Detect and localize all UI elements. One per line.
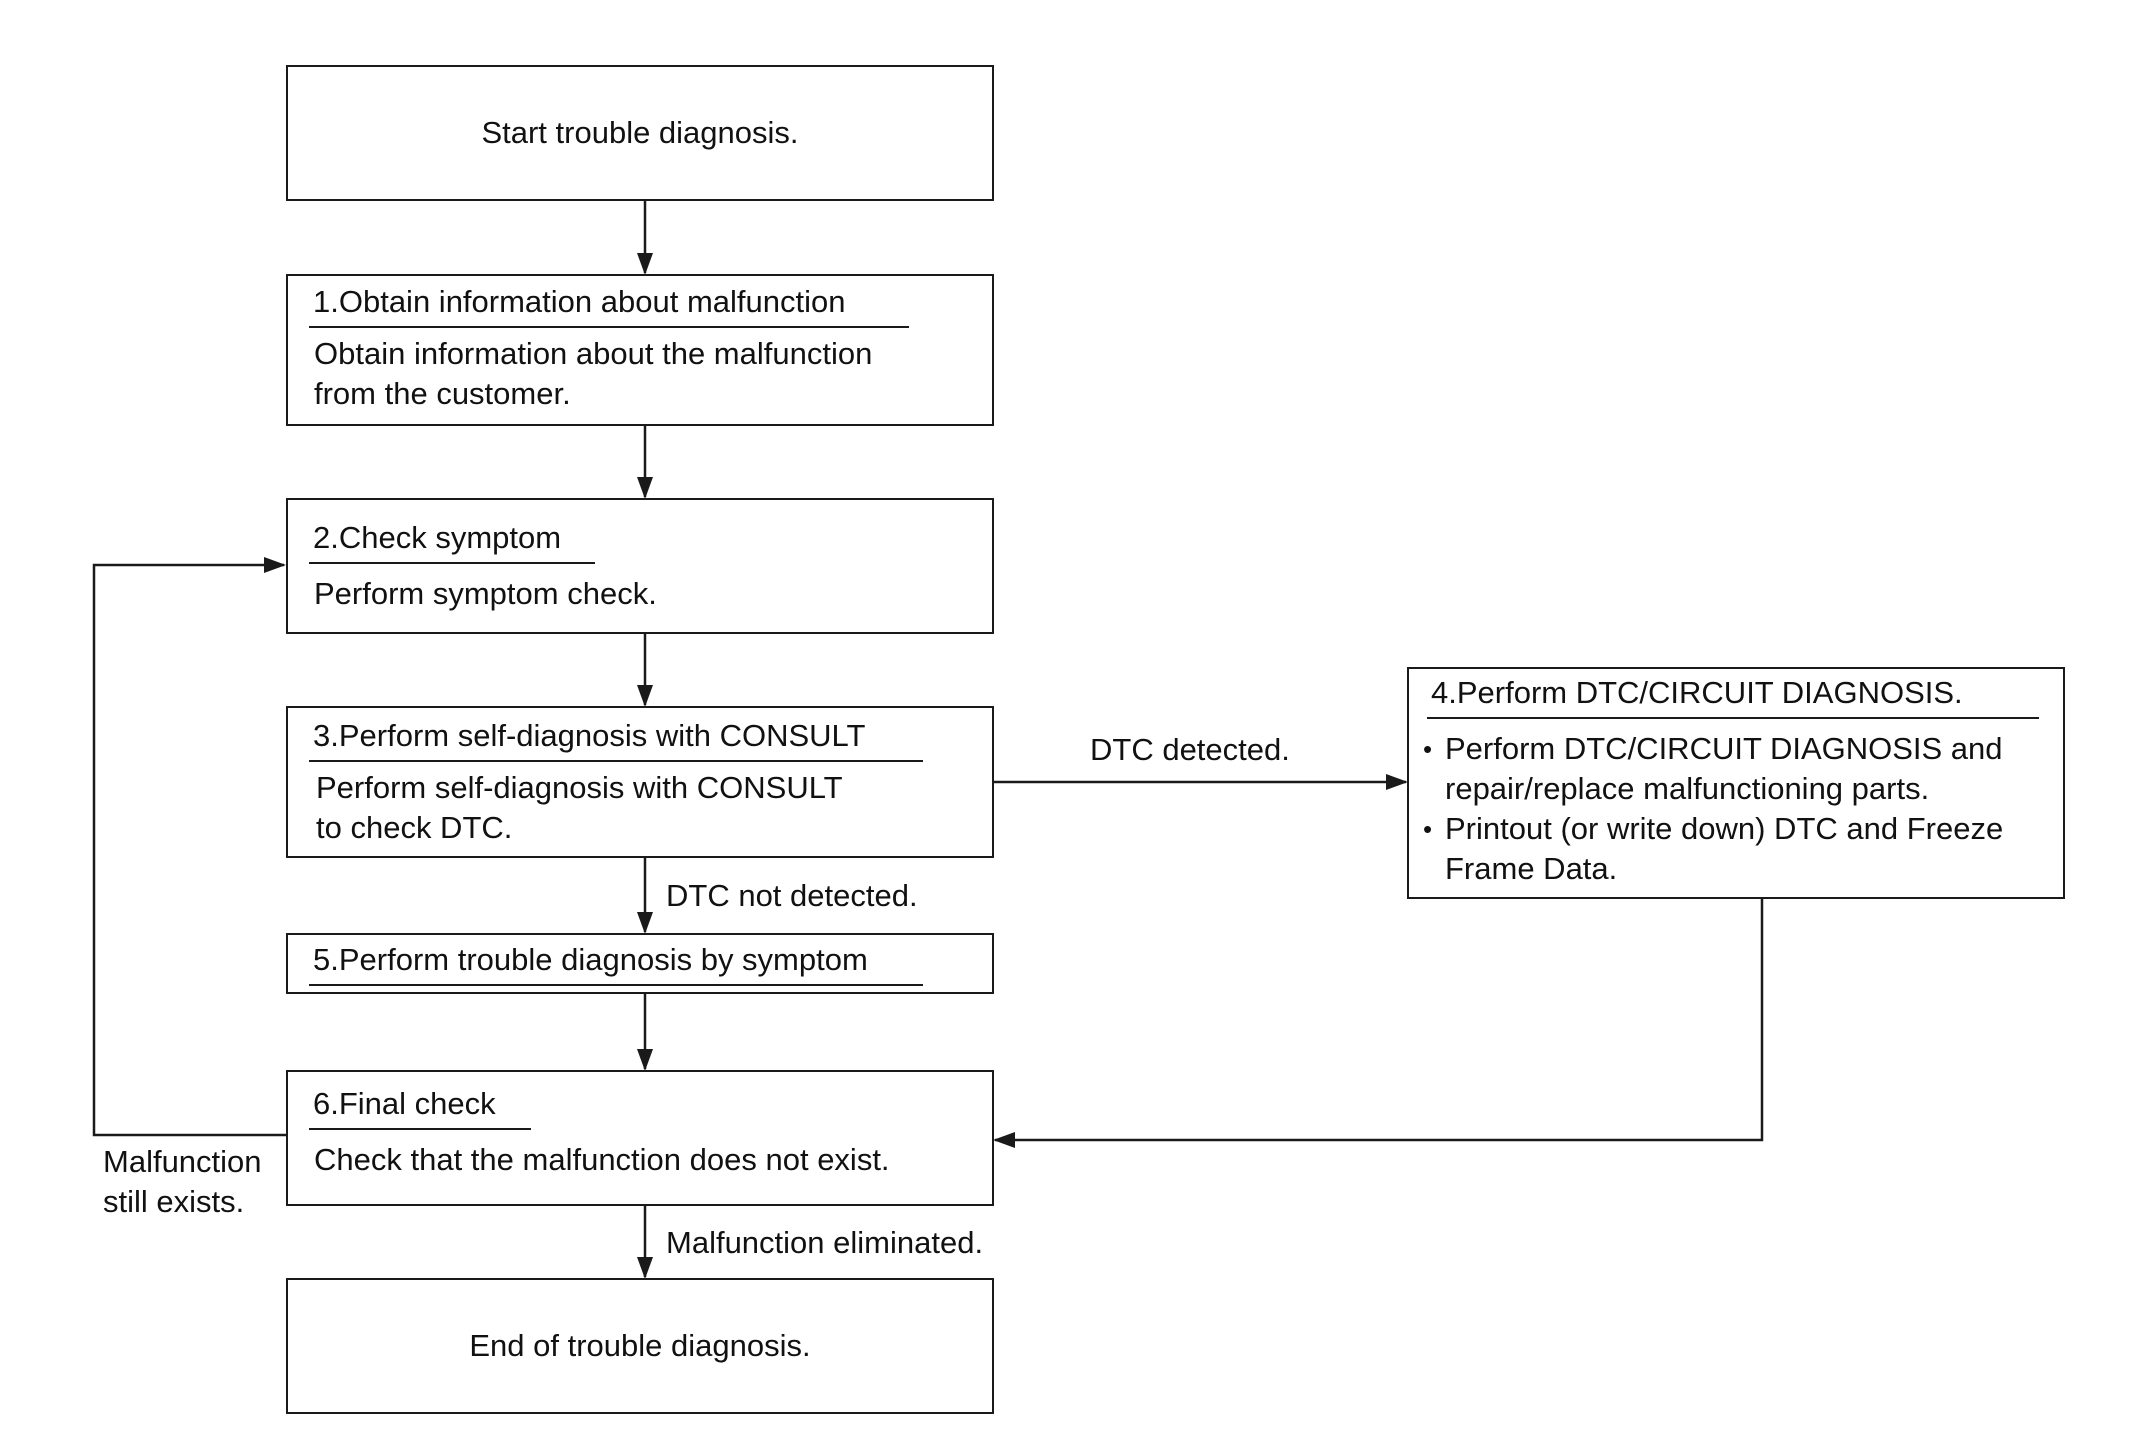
step5-title: 5.Perform trouble diagnosis by symptom: [313, 942, 868, 977]
label-malfunction-still-exists-line-1: Malfunction: [103, 1144, 262, 1179]
step2-title: 2.Check symptom: [313, 520, 562, 555]
label-dtc-detected: DTC detected.: [1090, 732, 1290, 767]
step3-title-underline: [309, 760, 923, 762]
end-box: End of trouble diagnosis.: [286, 1278, 994, 1414]
arrow-step4-to-step6: [993, 898, 1764, 1148]
step2-title-underline: [309, 562, 595, 564]
step4-bullet-2-line-2: Frame Data.: [1445, 851, 1618, 886]
step3-text-line-2: to check DTC.: [316, 810, 513, 845]
step6-title: 6.Final check: [313, 1086, 496, 1121]
label-dtc-not-detected: DTC not detected.: [666, 878, 918, 913]
bullet-icon: •: [1423, 814, 1433, 844]
step5-box: 5.Perform trouble diagnosis by symptom: [286, 933, 994, 994]
start-box-text: Start trouble diagnosis.: [481, 115, 799, 150]
label-malfunction-eliminated: Malfunction eliminated.: [666, 1225, 984, 1260]
step1-text-line-2: from the customer.: [314, 376, 571, 411]
step4-bullet-2-line-1: Printout (or write down) DTC and Freeze: [1445, 811, 2004, 846]
step4-bullet-1-line-1: Perform DTC/CIRCUIT DIAGNOSIS and: [1445, 731, 2003, 766]
step6-text-line-1: Check that the malfunction does not exis…: [314, 1142, 890, 1177]
start-box: Start trouble diagnosis.: [286, 65, 994, 201]
end-box-text: End of trouble diagnosis.: [469, 1328, 811, 1363]
step1-title-underline: [309, 326, 909, 328]
step4-title: 4.Perform DTC/CIRCUIT DIAGNOSIS.: [1431, 675, 1963, 710]
step3-text-line-1: Perform self-diagnosis with CONSULT: [316, 770, 843, 805]
step1-text-line-1: Obtain information about the malfunction: [314, 336, 873, 371]
arrow-step6-loop-to-step2: [92, 557, 286, 1137]
step3-box: 3.Perform self-diagnosis with CONSULT Pe…: [286, 706, 994, 858]
step6-title-underline: [309, 1128, 531, 1130]
step2-box: 2.Check symptom Perform symptom check.: [286, 498, 994, 634]
step1-box: 1.Obtain information about malfunction O…: [286, 274, 994, 426]
step1-title: 1.Obtain information about malfunction: [313, 284, 846, 319]
step4-bullet-1-line-2: repair/replace malfunctioning parts.: [1445, 771, 1930, 806]
step4-box: 4.Perform DTC/CIRCUIT DIAGNOSIS. • Perfo…: [1407, 667, 2065, 899]
step5-title-underline: [309, 984, 923, 986]
bullet-icon: •: [1423, 734, 1433, 764]
step4-title-underline: [1427, 717, 2039, 719]
label-malfunction-still-exists-line-2: still exists.: [103, 1184, 245, 1219]
step2-text-line-1: Perform symptom check.: [314, 576, 657, 611]
step6-box: 6.Final check Check that the malfunction…: [286, 1070, 994, 1206]
step3-title: 3.Perform self-diagnosis with CONSULT: [313, 718, 866, 753]
